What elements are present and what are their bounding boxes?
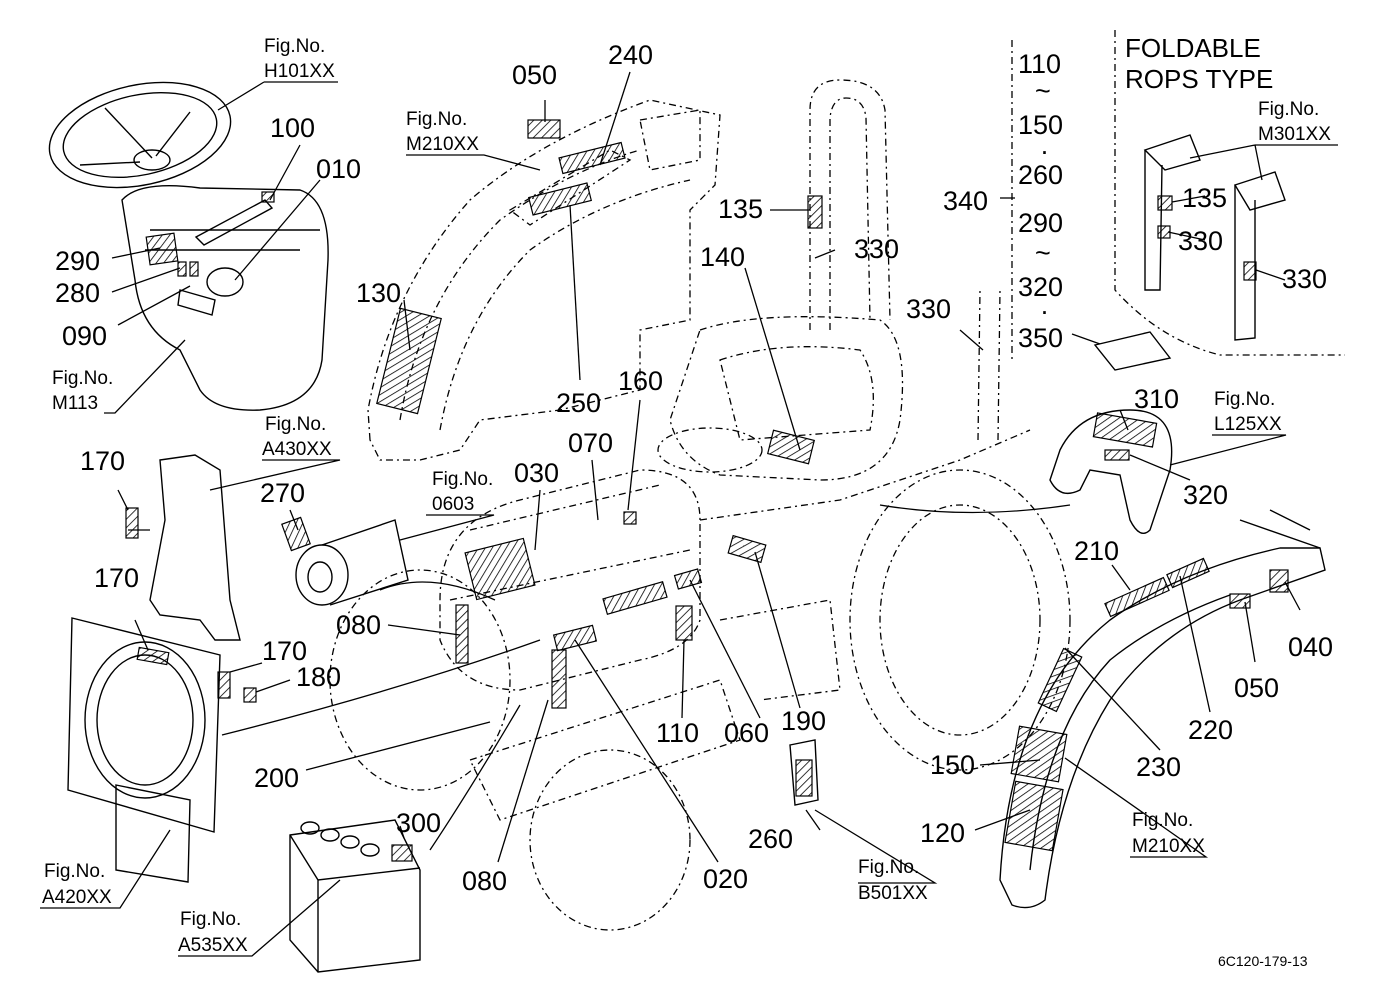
inset-subtitle: ROPS TYPE — [1125, 64, 1273, 94]
part-number-170: 170 — [80, 446, 125, 476]
part-number-350: 350 — [1018, 323, 1063, 353]
fig-ref-label: Fig.No. — [52, 368, 113, 389]
serial-item: 110 — [1018, 49, 1061, 79]
part-number-230: 230 — [1136, 752, 1181, 782]
part-number-030: 030 — [514, 458, 559, 488]
fig-ref-number: M301XX — [1258, 124, 1331, 145]
part-number-320: 320 — [1183, 480, 1228, 510]
fig-ref-label: Fig.No. — [180, 909, 241, 930]
fig-ref-label: Fig.No. — [264, 36, 325, 57]
part-number-300: 300 — [396, 808, 441, 838]
rear-plate-l125 — [1049, 409, 1173, 534]
part-number-220: 220 — [1188, 715, 1233, 745]
drawing-code: 6C120-179-13 — [1218, 953, 1308, 969]
steering-column-assembly — [48, 81, 329, 411]
part-number-070: 070 — [568, 428, 613, 458]
fig-ref-number: A430XX — [262, 439, 332, 460]
fig-ref-number: A420XX — [42, 887, 112, 908]
part-number-110: 110 — [656, 718, 699, 748]
part-number-080: 080 — [462, 866, 507, 896]
part-number-250: 250 — [556, 388, 601, 418]
fig-ref-number: B501XX — [858, 883, 928, 904]
fig-ref-number: L125XX — [1214, 414, 1282, 435]
serial-item: 150 — [1018, 110, 1063, 140]
fender-panel-b501 — [789, 739, 819, 806]
fig-ref-number: A535XX — [178, 935, 248, 956]
fig-ref-number: M113 — [52, 393, 98, 414]
leader-lines — [40, 71, 1338, 957]
serial-item: 320 — [1018, 272, 1063, 302]
fig-ref-label: Fig.No. — [1214, 389, 1275, 410]
inset-title: FOLDABLE — [1125, 33, 1261, 63]
part-number-010: 010 — [316, 154, 361, 184]
fig-ref-number: 0603 — [432, 494, 474, 515]
part-number-090: 090 — [62, 321, 107, 351]
fig-ref-number: M210XX — [1132, 836, 1205, 857]
part-number-190: 190 — [781, 706, 826, 736]
part-number-135: 135 — [718, 194, 763, 224]
part-number-280: 280 — [55, 278, 100, 308]
fig-ref-number: M210XX — [406, 134, 479, 155]
fig-ref-label: Fig.No. — [1132, 810, 1193, 831]
serial-item: · — [1040, 296, 1049, 326]
fig-ref-label: Fig.No. — [406, 109, 467, 130]
part-number-160: 160 — [618, 366, 663, 396]
air-cleaner — [281, 516, 409, 606]
serial-item: ~ — [1035, 76, 1051, 106]
serial-item: 290 — [1018, 208, 1063, 238]
part-number-120: 120 — [920, 818, 965, 848]
part-number-130: 130 — [356, 278, 401, 308]
part-number-310: 310 — [1134, 384, 1179, 414]
fig-ref-label: Fig.No. — [432, 469, 493, 490]
air-cleaner-bracket — [125, 454, 241, 641]
part-number-170: 170 — [262, 636, 307, 666]
part-number-060: 060 — [724, 718, 769, 748]
part-number-135: 135 — [1182, 183, 1227, 213]
right-fender — [999, 509, 1326, 909]
battery — [289, 819, 421, 973]
fig-ref-label: Fig.No. — [44, 861, 105, 882]
serial-range-bracket: 110 ~ 150 · 260 290 ~ 320 · — [1018, 49, 1063, 326]
part-number-330: 330 — [854, 234, 899, 264]
part-number-100: 100 — [270, 113, 315, 143]
part-numbers: 100 010 290 280 090 050 240 135 330 140 … — [55, 40, 1333, 896]
serial-item: ~ — [1035, 238, 1051, 268]
part-number-290: 290 — [55, 246, 100, 276]
serial-item: · — [1040, 136, 1049, 166]
part-number-200: 200 — [254, 763, 299, 793]
foldable-rops-inset — [1011, 30, 1345, 360]
part-number-080: 080 — [336, 610, 381, 640]
part-number-180: 180 — [296, 662, 341, 692]
fig-ref-label: Fig.No. — [858, 857, 919, 878]
tractor-body — [329, 79, 1071, 931]
part-number-050: 050 — [512, 60, 557, 90]
part-number-140: 140 — [700, 242, 745, 272]
part-number-050: 050 — [1234, 673, 1279, 703]
label-sheet-350 — [1093, 331, 1172, 371]
part-number-240: 240 — [608, 40, 653, 70]
part-number-020: 020 — [703, 864, 748, 894]
part-number-170: 170 — [94, 563, 139, 593]
fig-ref-label: Fig.No. — [1258, 99, 1319, 120]
part-number-040: 040 — [1288, 632, 1333, 662]
part-number-210: 210 — [1074, 536, 1119, 566]
part-number-330: 330 — [906, 294, 951, 324]
fig-ref-number: H101XX — [264, 61, 335, 82]
fig-ref-label: Fig.No. — [265, 414, 326, 435]
part-number-330: 330 — [1178, 226, 1223, 256]
part-number-330: 330 — [1282, 264, 1327, 294]
hood-assembly — [367, 99, 721, 461]
part-number-340: 340 — [943, 186, 988, 216]
part-number-270: 270 — [260, 478, 305, 508]
part-number-150: 150 — [930, 750, 975, 780]
serial-item: 260 — [1018, 160, 1063, 190]
part-number-260: 260 — [748, 824, 793, 854]
figure-references: Fig.No. H101XX Fig.No. M210XX Fig.No. M1… — [42, 36, 1331, 956]
